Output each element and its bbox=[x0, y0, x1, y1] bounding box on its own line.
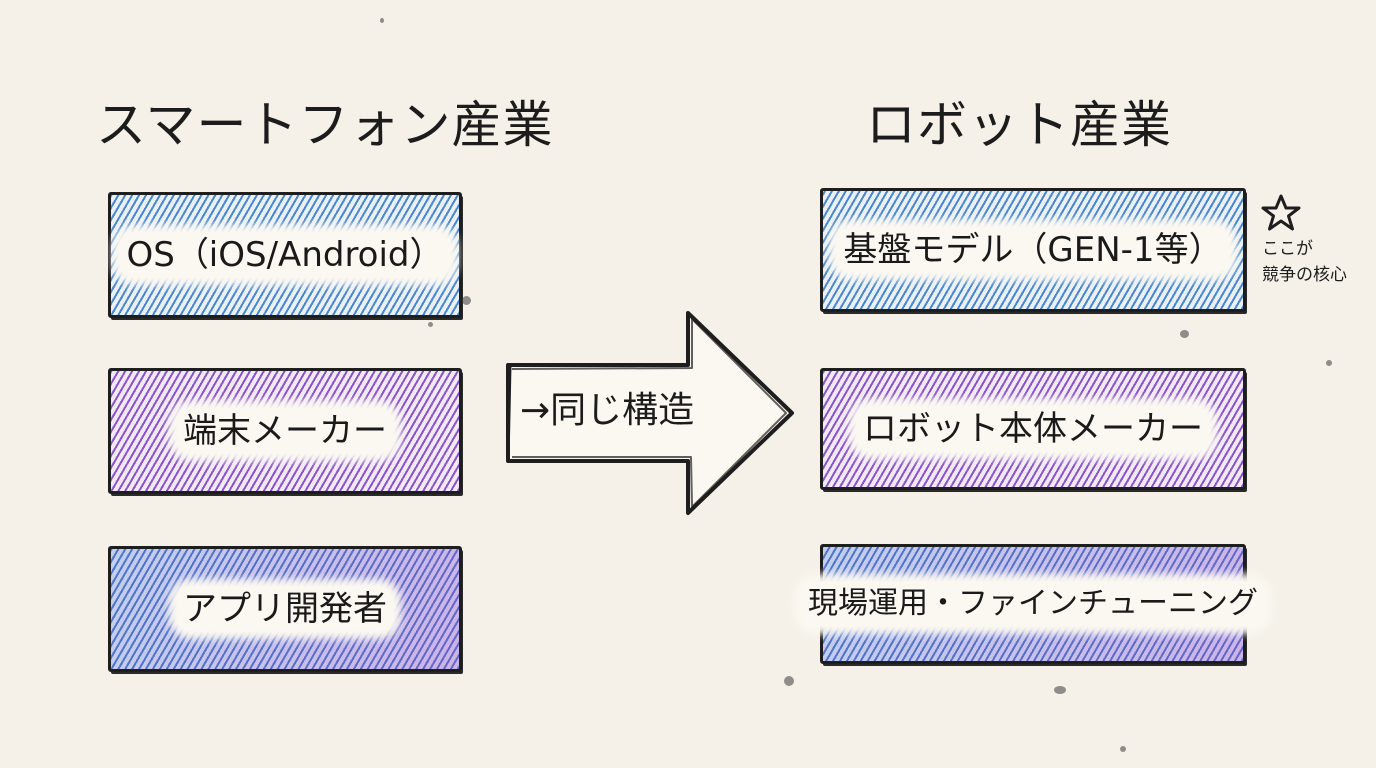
competition-core-note: ここが 競争の核心 bbox=[1262, 236, 1372, 288]
ink-smudge bbox=[1180, 330, 1189, 338]
star-icon bbox=[1261, 194, 1301, 231]
ink-smudge bbox=[462, 296, 471, 305]
robot-industry-heading: ロボット産業 bbox=[866, 96, 1172, 154]
robot-foundation-model-label: 基盤モデル（GEN-1等） bbox=[837, 228, 1229, 272]
ink-smudge bbox=[428, 322, 433, 327]
smartphone-os-label: OS（iOS/Android） bbox=[120, 233, 450, 277]
robot-field-operation-label: 現場運用・ファインチューニング bbox=[802, 582, 1264, 626]
ink-smudge bbox=[1120, 746, 1126, 752]
smartphone-industry-heading: スマートフォン産業 bbox=[96, 96, 554, 154]
ink-smudge bbox=[784, 676, 794, 686]
note-line-1: ここが bbox=[1262, 239, 1313, 259]
same-structure-label: →同じ構造 bbox=[520, 390, 695, 431]
smartphone-device-maker-label: 端末メーカー bbox=[177, 409, 393, 453]
note-line-2: 競争の核心 bbox=[1262, 265, 1347, 285]
robot-field-operation-box: 現場運用・ファインチューニング bbox=[802, 544, 1264, 664]
robot-hardware-maker-box: ロボット本体メーカー bbox=[820, 368, 1246, 490]
ink-smudge bbox=[380, 18, 384, 23]
robot-foundation-model-box: 基盤モデル（GEN-1等） bbox=[820, 188, 1246, 312]
ink-smudge bbox=[1054, 686, 1066, 694]
smartphone-app-developer-box: アプリ開発者 bbox=[108, 546, 462, 672]
smartphone-app-developer-label: アプリ開発者 bbox=[177, 587, 393, 631]
robot-hardware-maker-label: ロボット本体メーカー bbox=[857, 407, 1209, 451]
smartphone-os-box: OS（iOS/Android） bbox=[108, 192, 462, 318]
smartphone-device-maker-box: 端末メーカー bbox=[108, 368, 462, 494]
big-right-arrow-icon bbox=[506, 311, 794, 515]
ink-smudge bbox=[1326, 360, 1332, 366]
